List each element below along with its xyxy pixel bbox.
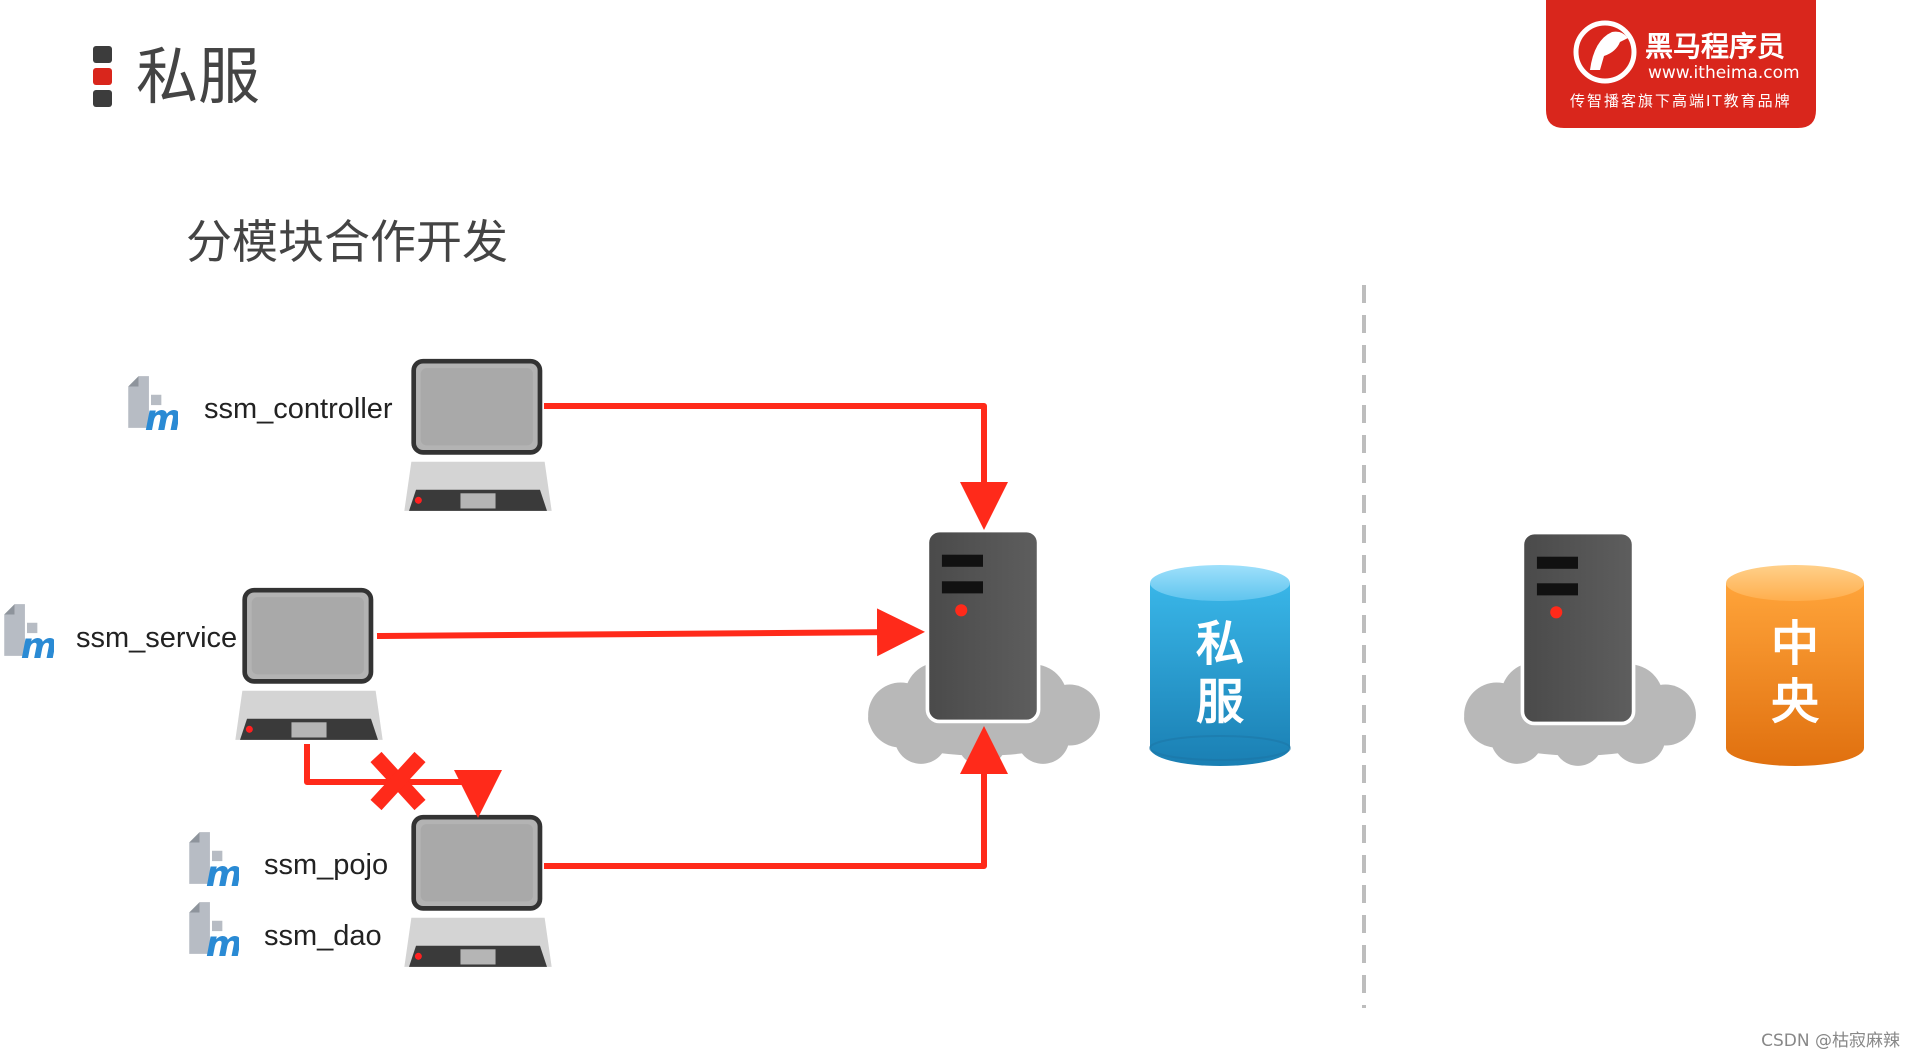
title-bullet-icon — [93, 46, 112, 107]
module-controller: ssm_controller — [128, 376, 393, 432]
module-label-controller: ssm_controller — [204, 393, 393, 425]
module-dao: ssm_dao — [189, 902, 382, 958]
database-central: 中 央 — [1726, 565, 1864, 766]
server-tower-icon-private — [925, 528, 1041, 724]
module-label-service: ssm_service — [76, 622, 237, 654]
page-title: 私服 — [136, 40, 260, 113]
server-tower-icon-central — [1520, 530, 1636, 726]
red-x-icon — [370, 751, 426, 811]
footer-watermark: CSDN @枯寂麻辣 — [1761, 1031, 1900, 1051]
maven-module-icon — [189, 902, 239, 958]
brand-url: www.itheima.com — [1648, 63, 1800, 83]
database-central-label-1: 中 — [1771, 616, 1819, 672]
laptop-icon-service — [235, 590, 382, 740]
horse-logo-icon — [1573, 20, 1637, 84]
laptop-icon-pojo-dao — [404, 817, 551, 967]
module-label-dao: ssm_dao — [264, 920, 382, 952]
module-label-pojo: ssm_pojo — [264, 849, 388, 881]
database-private-label-2: 服 — [1196, 674, 1244, 730]
brand-logo: 黑马程序员 www.itheima.com 传智播客旗下高端IT教育品牌 — [1546, 0, 1816, 128]
arrow-controller-to-server — [544, 403, 1008, 530]
arrow-pojo-dao-to-server — [544, 726, 1008, 869]
laptop-icon-controller — [404, 361, 551, 511]
brand-name: 黑马程序员 — [1645, 30, 1785, 63]
maven-module-icon — [128, 376, 178, 432]
module-pojo: ssm_pojo — [189, 832, 388, 888]
database-private-label-1: 私 — [1196, 616, 1244, 672]
slide-subtitle: 分模块合作开发 — [186, 215, 508, 269]
arrow-service-to-server — [376, 608, 925, 657]
module-service: ssm_service — [4, 604, 237, 660]
maven-module-icon — [189, 832, 239, 888]
database-private: 私 服 — [1149, 565, 1291, 766]
brand-tagline: 传智播客旗下高端IT教育品牌 — [1570, 92, 1792, 110]
database-central-label-2: 央 — [1771, 674, 1820, 730]
maven-module-icon — [4, 604, 54, 660]
